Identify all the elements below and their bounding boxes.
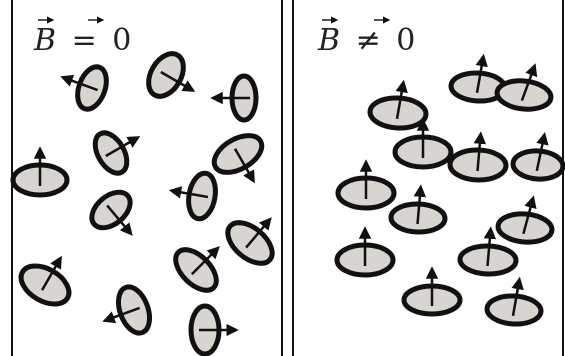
label-vector: B [317, 23, 340, 58]
panel-label-left: B = 0 [33, 16, 131, 58]
dipole-left-4 [92, 130, 141, 176]
label-vector: B [33, 23, 56, 58]
dipole-left-3 [210, 73, 259, 123]
dipole-left-2 [146, 51, 196, 99]
dipole-left-6 [10, 146, 70, 198]
moment-arrow [473, 131, 487, 172]
dipole-left-8 [89, 189, 133, 236]
dipole-right-6 [510, 132, 565, 182]
moment-arrow [511, 276, 524, 317]
label-rhs: 0 [112, 23, 131, 58]
dipole-right-5 [447, 131, 509, 183]
dipole-right-4 [392, 118, 454, 170]
dipole-left-12 [102, 284, 153, 336]
moment-arrow [522, 195, 537, 235]
label-relation: ≠ [356, 23, 381, 58]
moment-arrow [168, 186, 209, 199]
moment-arrow [160, 70, 196, 92]
moment-arrow [102, 306, 141, 324]
dipole-left-11 [173, 246, 220, 293]
dipole-right-10 [334, 226, 396, 278]
dipole-right-3 [367, 79, 429, 131]
moment-arrow [190, 246, 220, 276]
dipoles-aligned-orientation [334, 53, 565, 327]
dipoles-random-orientation [10, 51, 275, 356]
panel-label-right: B ≠ 0 [317, 16, 415, 58]
dipole-right-12 [401, 266, 463, 317]
dipole-left-10 [18, 255, 72, 307]
dipole-left-13 [188, 303, 239, 356]
moment-arrow [483, 226, 497, 267]
moment-arrow [40, 255, 62, 291]
moment-arrow [475, 53, 488, 94]
dipole-left-5 [211, 133, 265, 184]
dipole-right-11 [457, 226, 519, 277]
moment-arrow [535, 132, 549, 172]
moment-arrow [105, 136, 141, 158]
label-rhs: 0 [396, 23, 415, 58]
dipole-right-8 [388, 184, 448, 235]
svg-text:B = 0: B = 0 [33, 23, 131, 58]
dipole-left-1 [60, 64, 109, 112]
label-relation: = [72, 23, 97, 58]
svg-text:B ≠ 0: B ≠ 0 [317, 23, 415, 58]
moment-arrow [395, 79, 408, 120]
dipole-left-7 [168, 170, 218, 222]
moment-arrow [520, 63, 538, 102]
moment-arrow [245, 217, 272, 249]
dipole-left-9 [225, 217, 275, 266]
moment-arrow [233, 148, 255, 184]
dipole-right-2 [494, 63, 554, 112]
moment-arrow [106, 204, 133, 236]
moment-arrow [413, 184, 427, 225]
dipole-right-7 [335, 159, 397, 211]
dipole-right-9 [495, 195, 555, 245]
moment-arrow [60, 74, 99, 92]
dipole-right-13 [484, 276, 544, 327]
